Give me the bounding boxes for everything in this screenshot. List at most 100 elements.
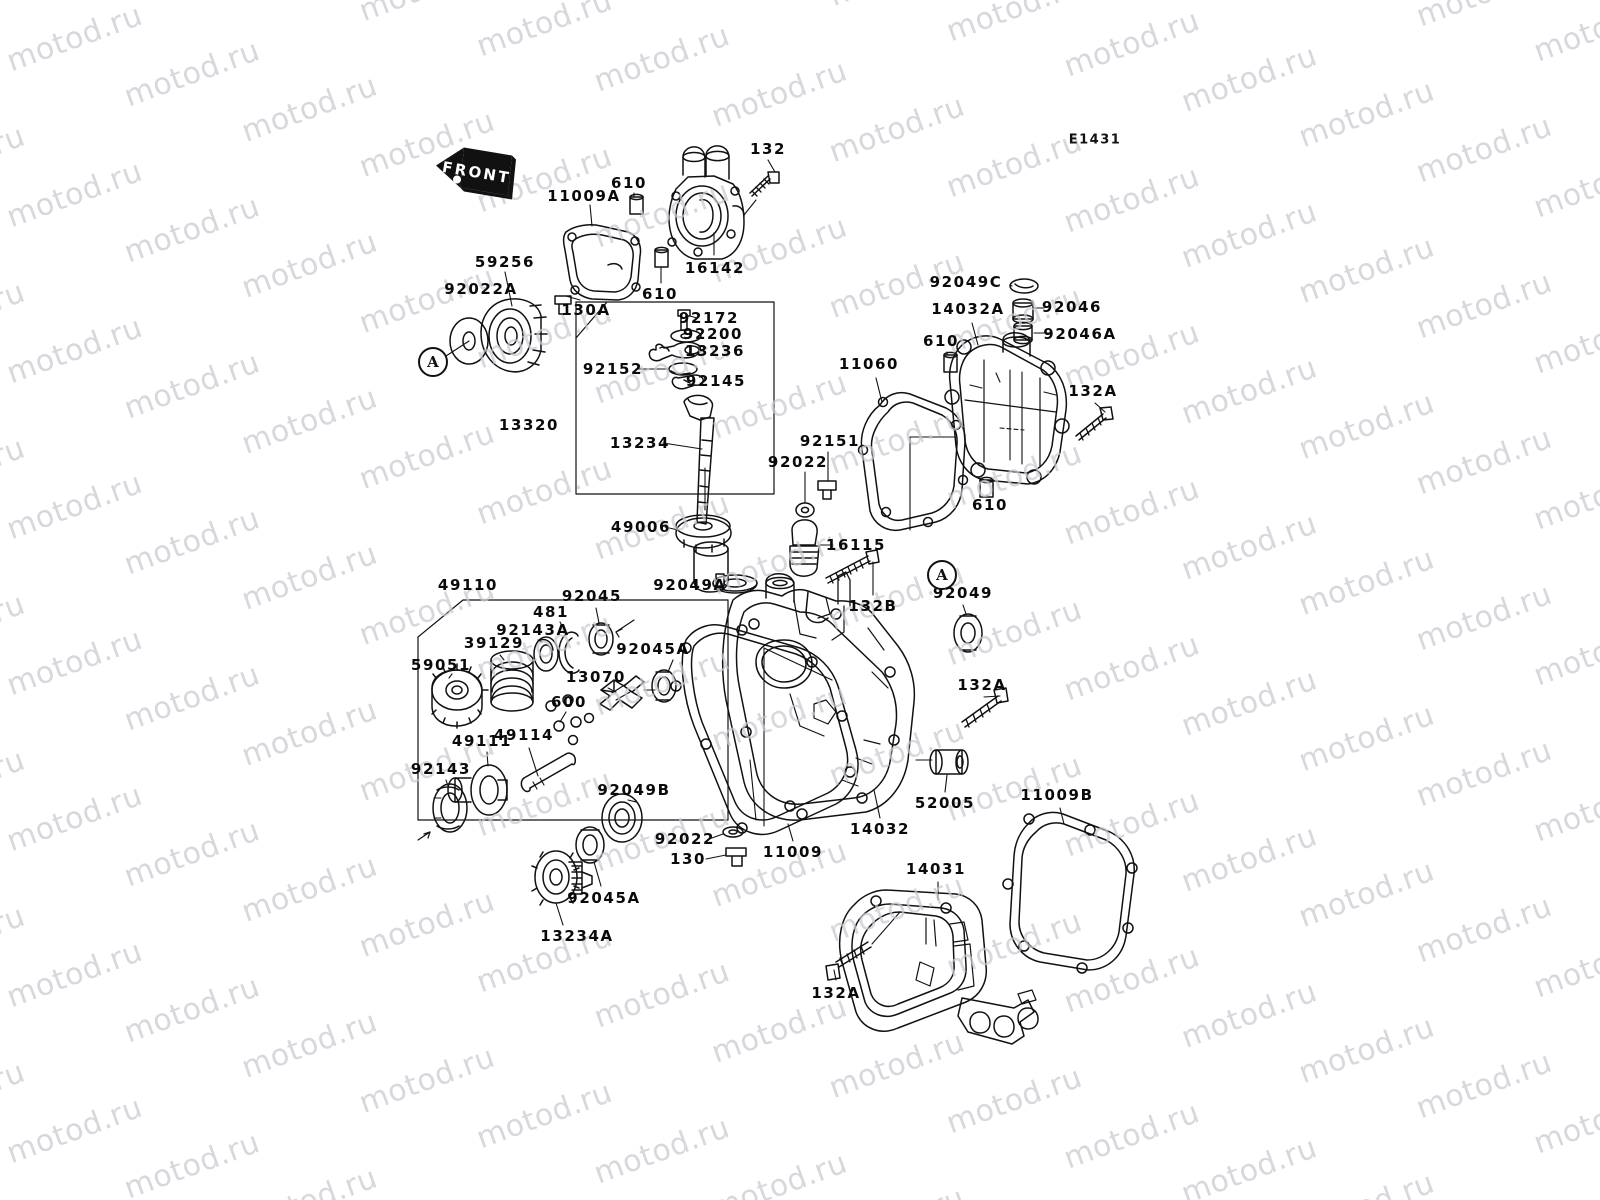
part-number-130: 130 xyxy=(669,850,707,868)
part-number-59256: 59256 xyxy=(474,253,536,271)
part-number-132: 132 xyxy=(749,140,787,158)
part-number-92022A: 92022A xyxy=(444,280,518,298)
part-number-132A: 132A xyxy=(1068,382,1118,400)
part-number-610: 610 xyxy=(641,285,679,303)
part-number-92049C: 92049C xyxy=(929,273,1003,291)
part-number-59051: 59051 xyxy=(410,656,472,674)
part-13070-cross-joint xyxy=(599,675,645,711)
part-11009-gasket xyxy=(670,624,859,836)
part-92046A-bushing xyxy=(1013,321,1033,345)
part-610-dowel-lower xyxy=(654,246,669,268)
part-number-132B: 132B xyxy=(848,597,898,615)
part-number-11009: 11009 xyxy=(762,843,824,861)
part-number-11009B: 11009B xyxy=(1020,786,1094,804)
part-number-49114: 49114 xyxy=(493,726,555,744)
part-14032A-inner-cover xyxy=(944,332,1070,485)
part-number-49006: 49006 xyxy=(610,518,672,536)
part-number-13070: 13070 xyxy=(565,668,627,686)
part-number-16142: 16142 xyxy=(684,259,746,277)
part-16142-pump-body xyxy=(667,145,745,260)
part-92049C-seal xyxy=(1009,278,1039,294)
part-number-13234A: 13234A xyxy=(540,927,614,945)
part-number-49110: 49110 xyxy=(437,576,499,594)
part-number-92022: 92022 xyxy=(654,830,716,848)
part-number-16115: 16115 xyxy=(825,536,887,554)
part-92045A-bearing-bottom xyxy=(575,826,605,864)
part-number-39129: 39129 xyxy=(463,634,525,652)
part-16115-plug xyxy=(789,519,820,577)
diagram-code: E1431 xyxy=(1068,132,1122,148)
group-box-13320 xyxy=(575,301,775,495)
part-number-52005: 52005 xyxy=(914,794,976,812)
part-11009A-gasket xyxy=(562,224,642,301)
part-92049B-bearing xyxy=(601,793,643,843)
reference-marker-a-1: A xyxy=(418,347,448,377)
part-481-circlip xyxy=(558,631,580,674)
part-52005-plug xyxy=(929,749,969,775)
part-92143-oil-seal xyxy=(432,783,468,833)
front-orientation-marker: FRONT xyxy=(424,138,516,219)
part-600-balls xyxy=(545,694,595,746)
part-number-92143: 92143 xyxy=(410,760,472,778)
part-92049-oil-seal-right xyxy=(953,613,983,653)
part-number-11060: 11060 xyxy=(838,355,900,373)
part-132A-bolt-bottom xyxy=(825,941,872,981)
part-14032-clutch-cover xyxy=(721,571,916,821)
part-number-14031: 14031 xyxy=(905,860,967,878)
part-number-600: 600 xyxy=(550,693,588,711)
part-49114-shaft xyxy=(520,752,576,793)
part-number-92049B: 92049B xyxy=(597,781,671,799)
part-39129-spring xyxy=(490,650,534,712)
part-number-92045A: 92045A xyxy=(616,640,690,658)
part-number-92143A: 92143A xyxy=(496,621,570,639)
part-number-92046: 92046 xyxy=(1041,298,1103,316)
part-92022-washer-bottom xyxy=(722,826,744,838)
part-number-14032: 14032 xyxy=(849,820,911,838)
part-132A-bolt-center xyxy=(961,687,1009,728)
part-number-610: 610 xyxy=(922,332,960,350)
part-number-13234: 13234 xyxy=(609,434,671,452)
part-number-481: 481 xyxy=(532,603,570,621)
reference-marker-a-2: A xyxy=(927,560,957,590)
part-59051-bevel-gear xyxy=(431,663,489,729)
part-610-dowel-right-upper xyxy=(943,351,958,373)
part-number-13236: 13236 xyxy=(684,342,746,360)
part-13236-lever xyxy=(648,341,702,362)
part-92151-bolt xyxy=(817,480,837,500)
part-92045-bearing xyxy=(588,622,614,656)
part-92022A-washer xyxy=(449,317,489,365)
part-number-92152: 92152 xyxy=(582,360,644,378)
part-number-14032A: 14032A xyxy=(931,300,1005,318)
part-132-bolt xyxy=(749,171,780,197)
part-13234-pump-shaft xyxy=(683,394,715,525)
part-number-92049A: 92049A xyxy=(653,576,727,594)
part-number-92045: 92045 xyxy=(561,587,623,605)
part-49006-pump-gear xyxy=(675,514,732,593)
part-number-130A: 130A xyxy=(561,301,611,319)
part-92045A-bearing-upper xyxy=(651,669,677,703)
part-number-132A: 132A xyxy=(957,676,1007,694)
part-130-nut xyxy=(725,847,747,867)
part-number-92200: 92200 xyxy=(682,325,744,343)
part-number-92172: 92172 xyxy=(678,309,740,327)
part-59256-impeller xyxy=(480,298,548,373)
part-610-dowel-upper xyxy=(629,193,644,215)
part-number-11009A: 11009A xyxy=(547,187,621,205)
part-11060-gasket xyxy=(857,391,969,532)
part-13234A-drive-gear xyxy=(531,850,593,906)
part-number-92145: 92145 xyxy=(685,372,747,390)
part-92143A-washer xyxy=(533,636,559,672)
part-number-610: 610 xyxy=(610,174,648,192)
part-number-92045A: 92045A xyxy=(567,889,641,907)
part-number-92046A: 92046A xyxy=(1043,325,1117,343)
part-92145-spring-clip xyxy=(671,374,704,390)
part-number-49111: 49111 xyxy=(451,732,513,750)
part-number-132A: 132A xyxy=(811,984,861,1002)
part-number-92022: 92022 xyxy=(767,453,829,471)
part-132A-bolt-upper xyxy=(1075,406,1114,441)
part-number-13320: 13320 xyxy=(498,416,560,434)
part-130A-bolt xyxy=(554,295,572,315)
